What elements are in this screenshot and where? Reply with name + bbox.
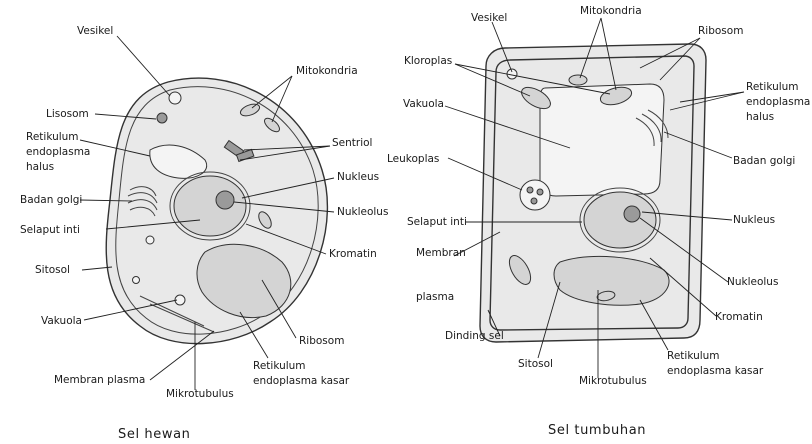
animal-label-sitosol: Sitosol [35,264,70,276]
animal-label-membran-plasma: Membran plasma [54,374,145,386]
plant-leukoplast-granule [531,198,537,204]
animal-label-selaput-inti: Selaput inti [20,224,80,236]
plant-label-dinding-sel: Dinding sel [445,330,504,342]
animal-label-mitokondria: Mitokondria [296,65,358,77]
plant-label-leukoplas: Leukoplas [387,153,439,165]
animal-label-nukleolus: Nukleolus [337,206,388,218]
animal-nucleus [174,176,246,236]
plant-label-membran-plasma-2: plasma [416,291,454,303]
plant-label-nukleus: Nukleus [733,214,775,226]
plant-mitochondrion [569,75,587,85]
animal-label-vakuola: Vakuola [41,315,82,327]
animal-label-mikrotubulus: Mikrotubulus [166,388,234,400]
animal-vacuole [146,236,154,244]
animal-label-nukleus: Nukleus [337,171,379,183]
animal-label-kromatin: Kromatin [329,248,377,260]
plant-label-vesikel: Vesikel [471,12,507,24]
animal-nucleolus [216,191,234,209]
plant-nucleolus [624,206,640,222]
plant-label-ribosom: Ribosom [698,25,743,37]
plant-leukoplast-granule [527,187,533,193]
plant-label-retikulum-kasar-2: endoplasma kasar [667,365,764,377]
plant-label-nukleolus: Nukleolus [727,276,778,288]
animal-label-sentriol: Sentriol [332,137,372,149]
plant-label-membran-plasma-1: Membran [416,247,466,259]
plant-label-kromatin: Kromatin [715,311,763,323]
plant-cell-caption: Sel tumbuhan [548,423,646,438]
animal-label-ribosom: Ribosom [299,335,344,347]
animal-vesicle [169,92,181,104]
plant-label-retikulum-halus-3: halus [746,111,774,123]
plant-label-retikulum-halus-2: endoplasma [746,96,810,108]
plant-nucleus [584,192,656,248]
plant-label-retikulum-kasar-1: Retikulum [667,350,720,362]
plant-label-kloroplas: Kloroplas [404,55,452,67]
animal-label-retikulum-halus-2: endoplasma [26,146,90,158]
plant-label-sitosol: Sitosol [518,358,553,370]
animal-lysosome [157,113,167,123]
plant-label-retikulum-halus-1: Retikulum [746,81,799,93]
animal-label-retikulum-kasar-1: Retikulum [253,360,306,372]
animal-label-badan-golgi: Badan golgi [20,194,82,206]
animal-cell-caption: Sel hewan [118,427,190,442]
plant-label-badan-golgi: Badan golgi [733,155,795,167]
plant-leukoplast-granule [537,189,543,195]
animal-label-lisosom: Lisosom [46,108,89,120]
animal-label-vesikel: Vesikel [77,25,113,37]
animal-label-retikulum-halus-1: Retikulum [26,131,79,143]
animal-label-retikulum-kasar-2: endoplasma kasar [253,375,350,387]
plant-label-vakuola: Vakuola [403,98,444,110]
plant-label-mikrotubulus: Mikrotubulus [579,375,647,387]
animal-label-retikulum-halus-3: halus [26,161,54,173]
plant-label-mitokondria: Mitokondria [580,5,642,17]
animal-vacuole [133,277,140,284]
plant-label-selaput-inti: Selaput inti [407,216,467,228]
plant-leukoplast [520,180,550,210]
